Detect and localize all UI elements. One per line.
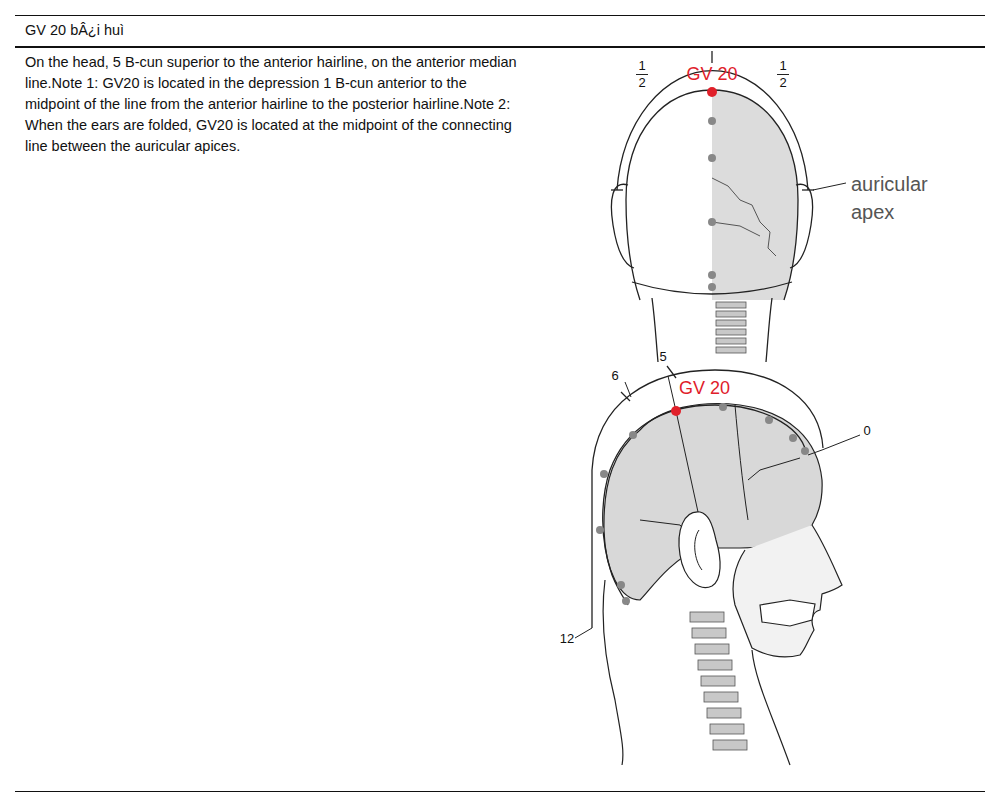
measure-arc (617, 71, 808, 190)
table-rules (15, 46, 985, 48)
back-view-head (626, 90, 798, 300)
callout-number: 12 (560, 632, 574, 645)
measure-arc (777, 74, 789, 75)
back-view-spine (716, 320, 746, 326)
point-dots (707, 87, 717, 97)
point-dots (707, 87, 717, 291)
table-rules (15, 16, 985, 792)
measure-arc (611, 51, 846, 190)
back-view-spine (716, 311, 746, 317)
side-measure-lines (592, 370, 823, 628)
fraction-number: 2 (779, 76, 786, 89)
side-view-spine (692, 628, 726, 638)
description-text: On the head, 5 B-cun superior to the ant… (25, 52, 517, 157)
back-view-head (611, 90, 812, 362)
fraction-number: 2 (638, 76, 645, 89)
side-view-spine (698, 660, 732, 670)
side-view-spine (695, 644, 729, 654)
side-point-dots (600, 470, 608, 478)
table-rules (15, 791, 985, 792)
side-measure-lines (603, 405, 806, 605)
back-view-spine (716, 347, 746, 353)
point-dots (708, 154, 716, 162)
side-point-dots (719, 403, 727, 411)
side-point-dots (596, 526, 604, 534)
side-view-skull (695, 530, 702, 570)
side-point-dots (789, 434, 797, 442)
side-view-skull (679, 512, 720, 588)
back-view-head (632, 282, 792, 294)
point-dots (708, 218, 716, 226)
back-view-head (712, 222, 760, 236)
fraction-number: 1 (638, 59, 645, 72)
callout-number: 6 (611, 369, 618, 382)
side-view-spine (707, 708, 741, 718)
back-view-spine (716, 302, 746, 353)
back-view-spine (716, 302, 746, 308)
side-measure-lines (808, 435, 860, 455)
side-view-body (603, 580, 623, 765)
side-view-spine (713, 740, 747, 750)
back-view-head (652, 298, 658, 362)
side-view-skull (604, 404, 842, 657)
back-view-head (611, 184, 634, 268)
side-view-spine (690, 612, 747, 750)
back-view-head (766, 298, 772, 362)
side-view-body (603, 580, 790, 765)
side-view-spine (710, 724, 744, 734)
measure-arc (636, 74, 648, 75)
side-view-skull (733, 525, 842, 657)
side-view-spine (704, 692, 738, 702)
point-label: GV 20 (679, 379, 730, 397)
side-point-dots (671, 406, 681, 416)
side-point-dots (617, 581, 625, 589)
side-view-skull (760, 600, 815, 626)
side-point-dots (629, 431, 637, 439)
point-dots (708, 283, 716, 291)
side-view-skull (748, 458, 800, 480)
callout-number: 0 (863, 424, 870, 437)
side-view-skull (735, 405, 748, 520)
side-measure-lines (575, 366, 860, 638)
back-view-head (712, 90, 798, 300)
side-measure-lines (621, 392, 630, 401)
point-dots (708, 117, 716, 125)
side-point-dots (765, 416, 773, 424)
side-view-spine (690, 612, 724, 622)
callout-number: 5 (659, 350, 666, 363)
measure-arc (711, 51, 712, 63)
back-view-head (790, 184, 813, 268)
side-measure-lines (575, 628, 592, 638)
side-point-dots (622, 597, 630, 605)
side-point-dots (801, 447, 809, 455)
point-label: GV 20 (686, 65, 737, 83)
side-view-spine (701, 676, 735, 686)
back-view-head (712, 178, 776, 256)
side-view-body (752, 650, 790, 765)
fraction-number: 1 (779, 59, 786, 72)
table-rules (15, 15, 985, 16)
measure-arc (611, 189, 623, 190)
back-view-spine (716, 329, 746, 335)
side-point-dots (596, 403, 809, 605)
table-heading: GV 20 bÂ¿i huì (25, 22, 124, 38)
back-view-spine (716, 338, 746, 344)
point-dots (708, 271, 716, 279)
measure-arc (813, 183, 846, 190)
anatomy-label: auricular apex (851, 170, 951, 226)
measure-arc (802, 189, 814, 190)
side-measure-lines (625, 382, 631, 397)
